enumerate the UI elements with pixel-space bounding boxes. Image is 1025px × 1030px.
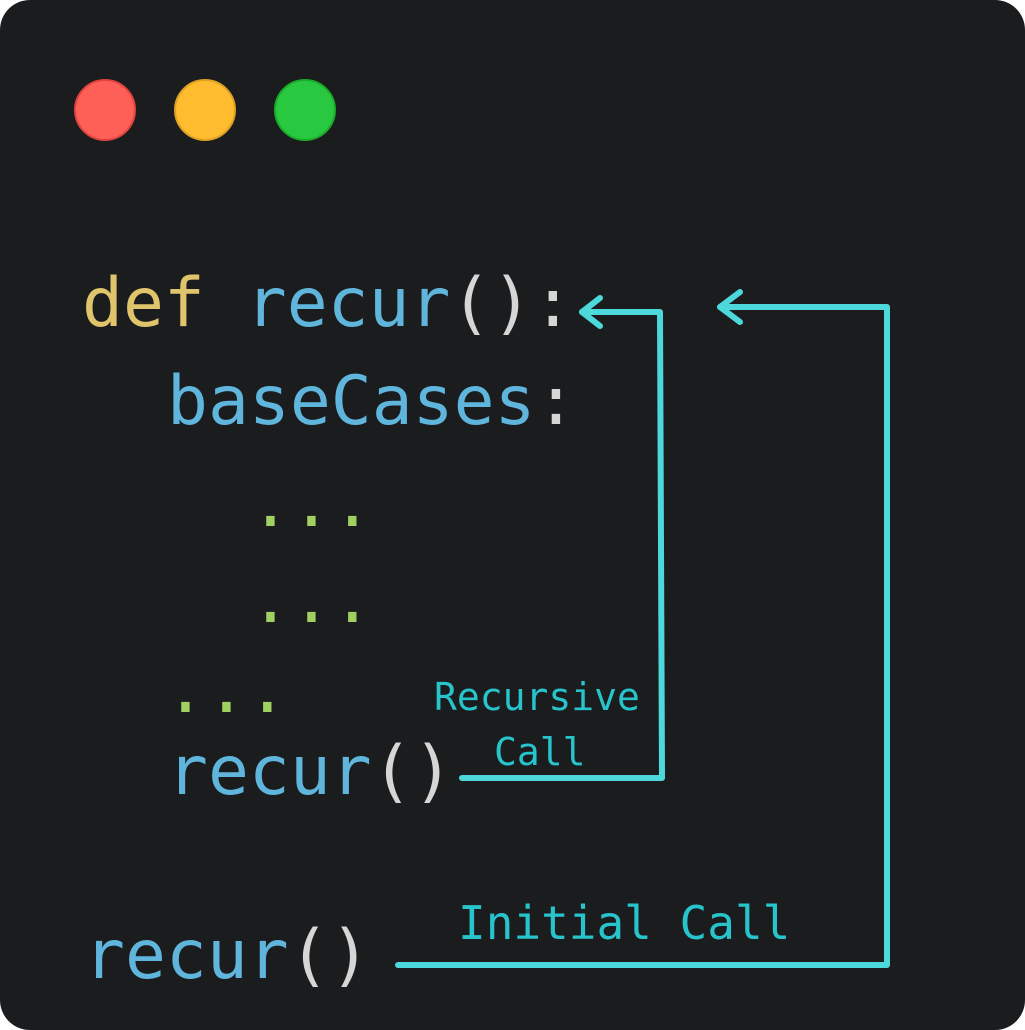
initial-call-arrow-line bbox=[395, 304, 890, 968]
colon: : bbox=[532, 264, 574, 343]
code-line-ellipsis-3: ... bbox=[165, 650, 288, 729]
code-line-recursive-call: recur() bbox=[167, 738, 454, 806]
recursive-call-arrowhead bbox=[579, 295, 603, 329]
recursive-call-label-line-2: Call bbox=[494, 730, 586, 774]
close-window-button[interactable] bbox=[74, 79, 136, 141]
function-name: recur bbox=[84, 916, 289, 995]
def-keyword: def bbox=[82, 264, 205, 343]
recursive-call-label-line-1: Recursive bbox=[434, 675, 640, 719]
close-paren: ) bbox=[491, 264, 533, 343]
zoom-window-button[interactable] bbox=[274, 79, 336, 141]
code-line-ellipsis-1: ... bbox=[250, 464, 373, 543]
initial-call-arrowhead bbox=[717, 289, 743, 325]
recursive-call-arrow-line bbox=[459, 309, 665, 781]
open-paren: ( bbox=[450, 264, 492, 343]
code-line-ellipsis-2: ... bbox=[250, 560, 373, 639]
function-name: recur bbox=[167, 732, 372, 811]
close-paren: ) bbox=[412, 732, 454, 811]
base-cases-name: baseCases bbox=[167, 362, 536, 441]
open-paren: ( bbox=[371, 732, 413, 811]
function-name: recur bbox=[245, 264, 451, 343]
code-line-def: def recur(): bbox=[82, 270, 573, 338]
minimize-window-button[interactable] bbox=[174, 79, 236, 141]
code-line-initial-call: recur() bbox=[84, 922, 371, 990]
open-paren: ( bbox=[288, 916, 330, 995]
code-line-base-cases: baseCases: bbox=[167, 368, 576, 436]
colon: : bbox=[535, 362, 577, 441]
close-paren: ) bbox=[329, 916, 371, 995]
initial-call-label: Initial Call bbox=[458, 896, 791, 950]
